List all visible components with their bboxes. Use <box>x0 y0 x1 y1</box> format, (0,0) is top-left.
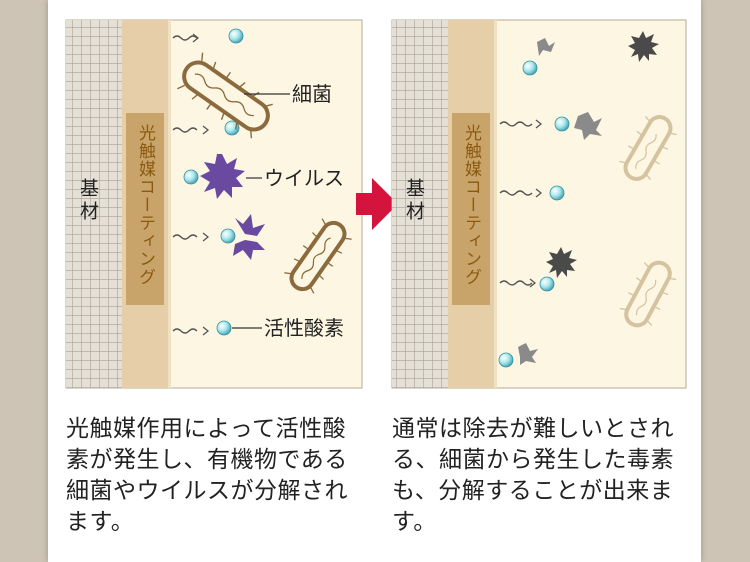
active-oxygen <box>554 116 570 132</box>
faded-bacterium <box>619 260 677 328</box>
substrate-layer <box>66 20 122 388</box>
substrate-layer <box>392 20 448 388</box>
active-oxygen <box>522 60 538 76</box>
left-caption: 光触媒作用によって活性酸素が発生し、有機物である細菌やウイルスが分解されます。 <box>66 416 348 535</box>
active-oxygen-label: 活性酸素 <box>264 316 344 340</box>
active-oxygen <box>228 28 244 44</box>
bacteria-label: 細菌 <box>292 82 332 106</box>
active-oxygen <box>183 169 199 185</box>
bacterium <box>284 218 352 294</box>
virus-label: ウイルス <box>264 166 344 190</box>
right-panel: 基材 光触媒コーティング <box>391 19 687 389</box>
coating-label-box <box>126 113 164 305</box>
transition-arrow <box>356 178 398 230</box>
active-oxygen <box>539 276 555 292</box>
right-caption: 通常は除去が難しいとされる、細菌から発生した毒素も、分解することが出来ます。 <box>392 416 674 535</box>
faded-bacterium <box>619 115 677 181</box>
coating-label-box <box>452 113 490 305</box>
left-panel: 基材 光触媒コーティング 細菌 ウイルス 活性酸素 <box>65 19 363 389</box>
coating-label: 光触媒コーティング <box>135 124 156 286</box>
active-oxygen <box>220 228 236 244</box>
bacterium <box>177 52 273 139</box>
substrate-label: 基材 <box>403 178 425 224</box>
decomposing-toxin <box>518 38 602 365</box>
coating-label: 光触媒コーティング <box>461 124 482 286</box>
active-oxygen-emissions <box>499 119 543 288</box>
toxin <box>546 247 577 278</box>
decomposing-virus <box>233 214 265 260</box>
toxin <box>628 31 659 62</box>
virus <box>200 154 245 199</box>
active-oxygen <box>216 320 232 336</box>
active-oxygen-emissions <box>172 33 210 336</box>
active-oxygen <box>498 352 514 368</box>
substrate-label: 基材 <box>77 178 99 224</box>
active-oxygen <box>549 185 565 201</box>
